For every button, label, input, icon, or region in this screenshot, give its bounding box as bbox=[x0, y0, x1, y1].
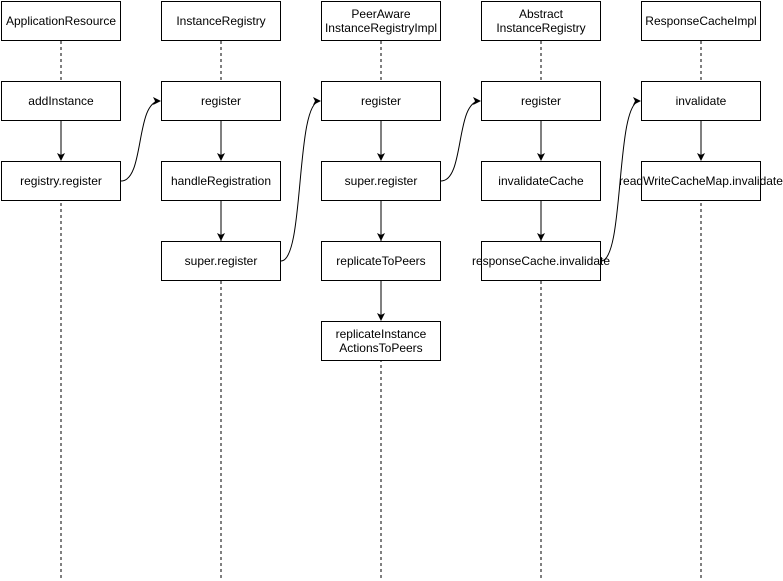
call-box-handle-registration: handleRegistration bbox=[161, 161, 281, 201]
call-box-replicate-to-peers: replicateToPeers bbox=[321, 241, 441, 281]
header-instance-registry: InstanceRegistry bbox=[161, 1, 281, 41]
call-box-instance-registry-super-register: super.register bbox=[161, 241, 281, 281]
call-box-readwrite-cache-map-invalidate: readWriteCacheMap.invalidate bbox=[619, 161, 783, 201]
call-box-registry-register: registry.register bbox=[1, 161, 121, 201]
call-box-response-cache-invalidate: responseCache.invalidate bbox=[472, 241, 610, 281]
header-peer-aware-instance-registry-impl: PeerAware InstanceRegistryImpl bbox=[321, 1, 441, 41]
call-box-invalidate-cache: invalidateCache bbox=[481, 161, 601, 201]
call-box-invalidate: invalidate bbox=[641, 81, 761, 121]
call-box-add-instance: addInstance bbox=[1, 81, 121, 121]
call-box-abstract-register: register bbox=[481, 81, 601, 121]
call-box-peer-aware-super-register: super.register bbox=[321, 161, 441, 201]
call-box-instance-registry-register: register bbox=[161, 81, 281, 121]
header-abstract-instance-registry: Abstract InstanceRegistry bbox=[481, 1, 601, 41]
call-super-register-to-abstract-register bbox=[440, 97, 481, 182]
header-response-cache-impl: ResponseCacheImpl bbox=[641, 1, 761, 41]
call-box-peer-aware-register: register bbox=[321, 81, 441, 121]
call-super-register-to-peer-aware-register bbox=[280, 97, 321, 262]
header-application-resource: ApplicationResource bbox=[1, 1, 121, 41]
call-box-replicate-instance-actions-to-peers: replicateInstance ActionsToPeers bbox=[321, 321, 441, 361]
call-registry-register-to-instance-registry-register bbox=[120, 97, 161, 182]
call-response-cache-invalidate-to-response-cache-impl-invalidate bbox=[600, 97, 641, 262]
